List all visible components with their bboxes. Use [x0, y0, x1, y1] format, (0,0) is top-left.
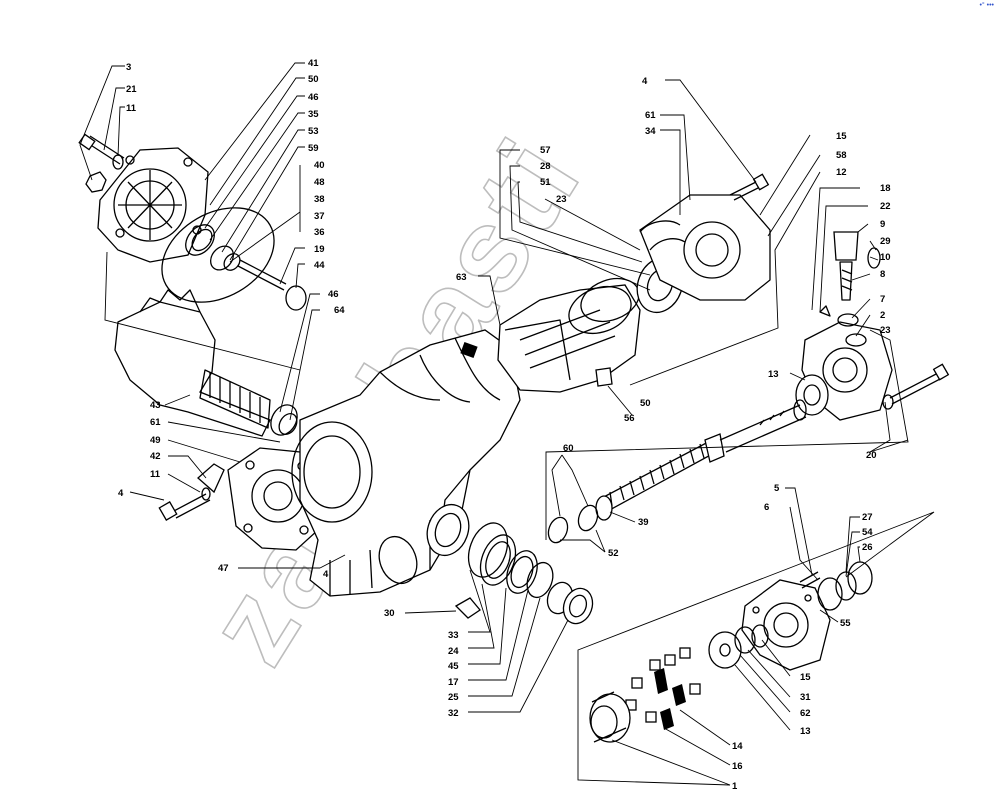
callout-54: 54	[862, 527, 873, 538]
callout-16: 16	[732, 761, 743, 772]
callout-63: 63	[456, 272, 467, 283]
callout-47: 47	[218, 563, 229, 574]
callout-7: 7	[880, 294, 885, 305]
callout-23: 23	[556, 194, 567, 205]
callout-49: 49	[150, 435, 161, 446]
callout-19: 19	[314, 244, 325, 255]
callout-46b: 46	[328, 289, 339, 300]
callout-59: 59	[308, 143, 319, 154]
ring-stack-part	[467, 522, 594, 625]
callout-35: 35	[308, 109, 319, 120]
main-housing-part	[291, 329, 521, 597]
callout-31: 31	[800, 692, 811, 703]
callout-28: 28	[540, 161, 551, 172]
callout-15: 15	[836, 131, 847, 142]
leader-lines	[79, 62, 935, 786]
callout-58: 58	[836, 150, 847, 161]
stud-part	[237, 259, 287, 291]
callout-57: 57	[540, 145, 551, 156]
callout-23b: 23	[880, 325, 891, 336]
callout-4b: 4	[323, 569, 329, 580]
callout-60: 60	[563, 443, 574, 454]
callout-4c: 4	[642, 76, 648, 87]
sector-shaft-part	[114, 289, 271, 437]
callout-13b: 13	[800, 726, 811, 737]
callout-62: 62	[800, 708, 811, 719]
callout-64: 64	[334, 305, 345, 316]
callout-41: 41	[308, 58, 319, 69]
callout-36: 36	[314, 227, 325, 238]
callout-37: 37	[314, 211, 325, 222]
callout-8: 8	[880, 269, 885, 280]
callout-4: 4	[118, 488, 124, 499]
callout-30: 30	[384, 608, 395, 619]
callout-53: 53	[308, 126, 319, 137]
callout-55: 55	[840, 618, 851, 629]
callout-20: 20	[866, 450, 877, 461]
valve-body-part	[795, 321, 893, 421]
callout-51: 51	[540, 177, 551, 188]
callout-43: 43	[150, 400, 161, 411]
callout-10: 10	[880, 252, 891, 263]
lock-plate-part	[197, 463, 225, 494]
ring-part	[185, 224, 215, 256]
callout-44: 44	[314, 260, 325, 271]
plug-part	[454, 597, 481, 619]
callout-11: 11	[126, 103, 137, 114]
callout-39: 39	[638, 517, 649, 528]
callout-14: 14	[732, 741, 743, 752]
callout-42: 42	[150, 451, 161, 462]
piston-rack-part	[497, 277, 641, 393]
callout-15b: 15	[800, 672, 811, 683]
callout-11b: 11	[150, 469, 161, 480]
callout-40: 40	[314, 160, 325, 171]
callout-26: 26	[862, 542, 873, 553]
reaction-plungers-part	[625, 647, 701, 730]
callout-50: 50	[308, 74, 319, 85]
valve-cover-part	[639, 194, 771, 301]
callout-24: 24	[448, 646, 459, 657]
callout-25: 25	[448, 692, 459, 703]
callout-61: 61	[150, 417, 161, 428]
callout-labels: 3 21 11 41 50 46 35 53 59 40 48 38 37 36…	[118, 58, 891, 792]
callout-61b: 61	[645, 110, 656, 121]
worm-screw-part	[595, 399, 807, 521]
callout-3: 3	[126, 62, 131, 73]
callout-56: 56	[624, 413, 635, 424]
end-cover-part	[97, 147, 209, 263]
o-ring-part	[161, 207, 275, 303]
callout-38: 38	[314, 194, 325, 205]
callout-5: 5	[774, 483, 780, 494]
callout-2: 2	[880, 310, 885, 321]
callout-17: 17	[448, 677, 459, 688]
callout-18: 18	[880, 183, 891, 194]
callout-52: 52	[608, 548, 619, 559]
callout-13: 13	[768, 369, 779, 380]
parts-layer	[78, 133, 950, 743]
callout-46: 46	[308, 92, 319, 103]
callout-6: 6	[764, 502, 769, 513]
callout-29: 29	[880, 236, 891, 247]
bottom-flange-part	[741, 579, 831, 671]
callout-48: 48	[314, 177, 325, 188]
relief-valve-part	[833, 231, 859, 261]
callout-22: 22	[880, 201, 891, 212]
callout-32: 32	[448, 708, 459, 719]
callout-45: 45	[448, 661, 459, 672]
callout-33: 33	[448, 630, 459, 641]
callout-50b: 50	[640, 398, 651, 409]
fitting-part	[595, 367, 613, 387]
callout-21: 21	[126, 84, 137, 95]
corner-mark: •° •••	[979, 2, 994, 9]
callout-27: 27	[862, 512, 873, 523]
callout-1: 1	[732, 781, 738, 792]
callout-9: 9	[880, 219, 885, 230]
bolt-part-left	[171, 493, 211, 519]
callout-34: 34	[645, 126, 656, 137]
callout-12: 12	[836, 167, 847, 178]
